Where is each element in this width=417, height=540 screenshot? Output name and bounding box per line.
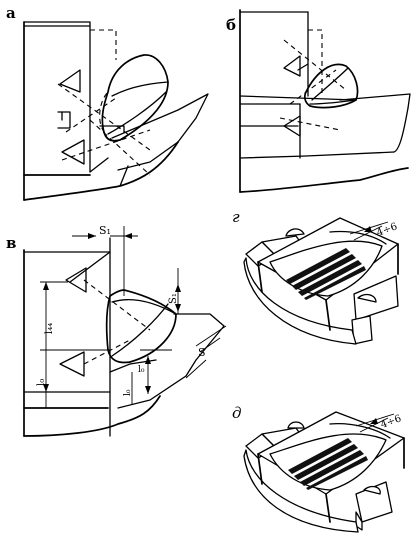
- panel-g: г: [232, 208, 399, 345]
- panel-d: д: [232, 404, 405, 533]
- panel-g-part: 4÷6: [243, 217, 399, 345]
- dim-l-bottom: l₀: [123, 389, 133, 396]
- panel-a-plates: [23, 21, 209, 201]
- panel-d-label: д: [232, 404, 242, 422]
- panel-b-plates: [239, 9, 411, 193]
- panel-b: б: [226, 9, 411, 193]
- dim-s: S: [198, 346, 206, 359]
- dim-l-side: l₀: [138, 365, 145, 375]
- dim-s-right: S₁: [168, 293, 179, 304]
- panel-a-label: а: [6, 4, 16, 22]
- panel-d-part: 4÷6: [243, 411, 405, 533]
- dim-s1: S₁: [99, 224, 111, 237]
- panel-g-gap: 4÷6: [375, 221, 399, 239]
- panel-v-dimensions: S₁ S S₁ l₄₄ l₀ l₀ l₀: [36, 224, 206, 396]
- panel-b-label: б: [226, 16, 236, 34]
- dim-l-upper: l₄₄: [44, 323, 55, 334]
- panel-v-plates: [23, 226, 227, 437]
- panel-v: в: [6, 224, 227, 437]
- panel-v-label: в: [6, 234, 16, 252]
- panel-a: а: [6, 4, 209, 201]
- dim-l-lower: l₀: [36, 379, 47, 386]
- panel-d-gap: 4÷6: [379, 413, 403, 431]
- panel-g-label: г: [232, 208, 240, 226]
